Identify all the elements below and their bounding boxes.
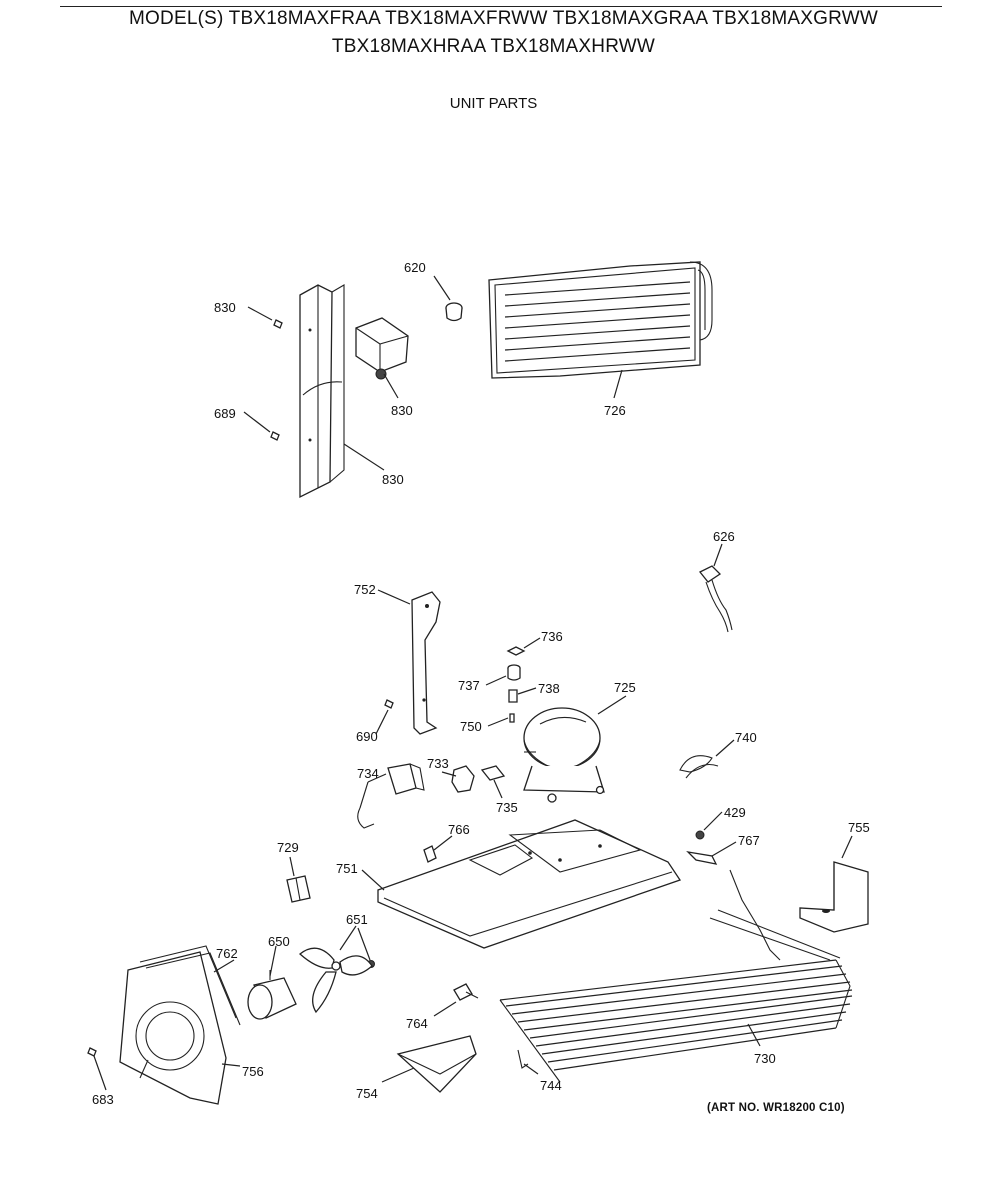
part-766-clip xyxy=(423,845,437,863)
callout-730: 730 xyxy=(754,1051,776,1066)
callout-762: 762 xyxy=(216,946,238,961)
callout-429: 429 xyxy=(724,805,746,820)
callout-651: 651 xyxy=(346,912,368,927)
part-764-clip xyxy=(453,983,479,1001)
callout-726: 726 xyxy=(604,403,626,418)
part-737-mount xyxy=(507,664,521,681)
part-830-clip-block xyxy=(355,317,409,380)
callout-767: 767 xyxy=(738,833,760,848)
header-rule xyxy=(60,6,942,7)
part-752-bracket xyxy=(411,591,441,735)
part-626-harness xyxy=(698,565,733,633)
part-734-relay-cover xyxy=(357,763,425,829)
part-651-fan-blade xyxy=(298,947,373,1014)
callout-736: 736 xyxy=(541,629,563,644)
part-683-screw xyxy=(87,1047,97,1057)
part-729-relay xyxy=(286,875,311,903)
model-list-line-2: TBX18MAXHRAA TBX18MAXHRWW xyxy=(331,36,656,57)
callout-740: 740 xyxy=(735,730,757,745)
part-751-base-pan xyxy=(377,819,682,949)
part-755-block xyxy=(799,861,869,933)
callout-756: 756 xyxy=(242,1064,264,1079)
part-738-sleeve xyxy=(508,689,518,703)
art-number: (ART NO. WR18200 C10) xyxy=(707,1102,845,1114)
callout-750: 750 xyxy=(460,719,482,734)
part-689-screw xyxy=(270,431,280,441)
part-620-thermostat-knob xyxy=(445,302,463,322)
part-754-drain-tray xyxy=(396,1035,477,1093)
callout-735: 735 xyxy=(496,800,518,815)
callout-650: 650 xyxy=(268,934,290,949)
callout-744: 744 xyxy=(540,1078,562,1093)
part-756-fan-shroud xyxy=(119,951,227,1105)
callout-830-screw: 830 xyxy=(214,300,236,315)
callout-830-channel: 830 xyxy=(382,472,404,487)
callout-690: 690 xyxy=(356,729,378,744)
part-767-clip xyxy=(686,851,718,865)
part-726-condenser xyxy=(488,261,713,379)
callout-626: 626 xyxy=(713,529,735,544)
part-736-grommet xyxy=(506,646,526,656)
callout-754: 754 xyxy=(356,1086,378,1101)
part-730-coil xyxy=(499,869,853,1083)
part-830-channel xyxy=(299,284,345,499)
part-740-wire-clip xyxy=(679,755,719,779)
callout-725: 725 xyxy=(614,680,636,695)
callout-729: 729 xyxy=(277,840,299,855)
part-750-pin xyxy=(509,713,515,723)
callout-620: 620 xyxy=(404,260,426,275)
callout-755: 755 xyxy=(848,820,870,835)
callout-683: 683 xyxy=(92,1092,114,1107)
part-733-overload xyxy=(451,765,475,793)
part-429-screw xyxy=(695,830,705,840)
callout-734: 734 xyxy=(357,766,379,781)
callout-752: 752 xyxy=(354,582,376,597)
callout-733: 733 xyxy=(427,756,449,771)
callout-751: 751 xyxy=(336,861,358,876)
callout-766: 766 xyxy=(448,822,470,837)
callout-830-block: 830 xyxy=(391,403,413,418)
callout-737: 737 xyxy=(458,678,480,693)
section-title: UNIT PARTS xyxy=(449,95,538,112)
model-list-line-1: MODEL(S) TBX18MAXFRAA TBX18MAXFRWW TBX18… xyxy=(129,8,878,29)
part-650-fan-motor xyxy=(247,970,297,1020)
callout-689: 689 xyxy=(214,406,236,421)
callout-764: 764 xyxy=(406,1016,428,1031)
part-725-compressor xyxy=(523,707,605,803)
part-735-terminal xyxy=(480,765,506,781)
part-830-screw xyxy=(273,319,283,329)
part-690-screw xyxy=(384,699,394,709)
part-762-gasket xyxy=(139,945,241,1026)
leader-lines xyxy=(93,275,853,1091)
callout-738: 738 xyxy=(538,681,560,696)
